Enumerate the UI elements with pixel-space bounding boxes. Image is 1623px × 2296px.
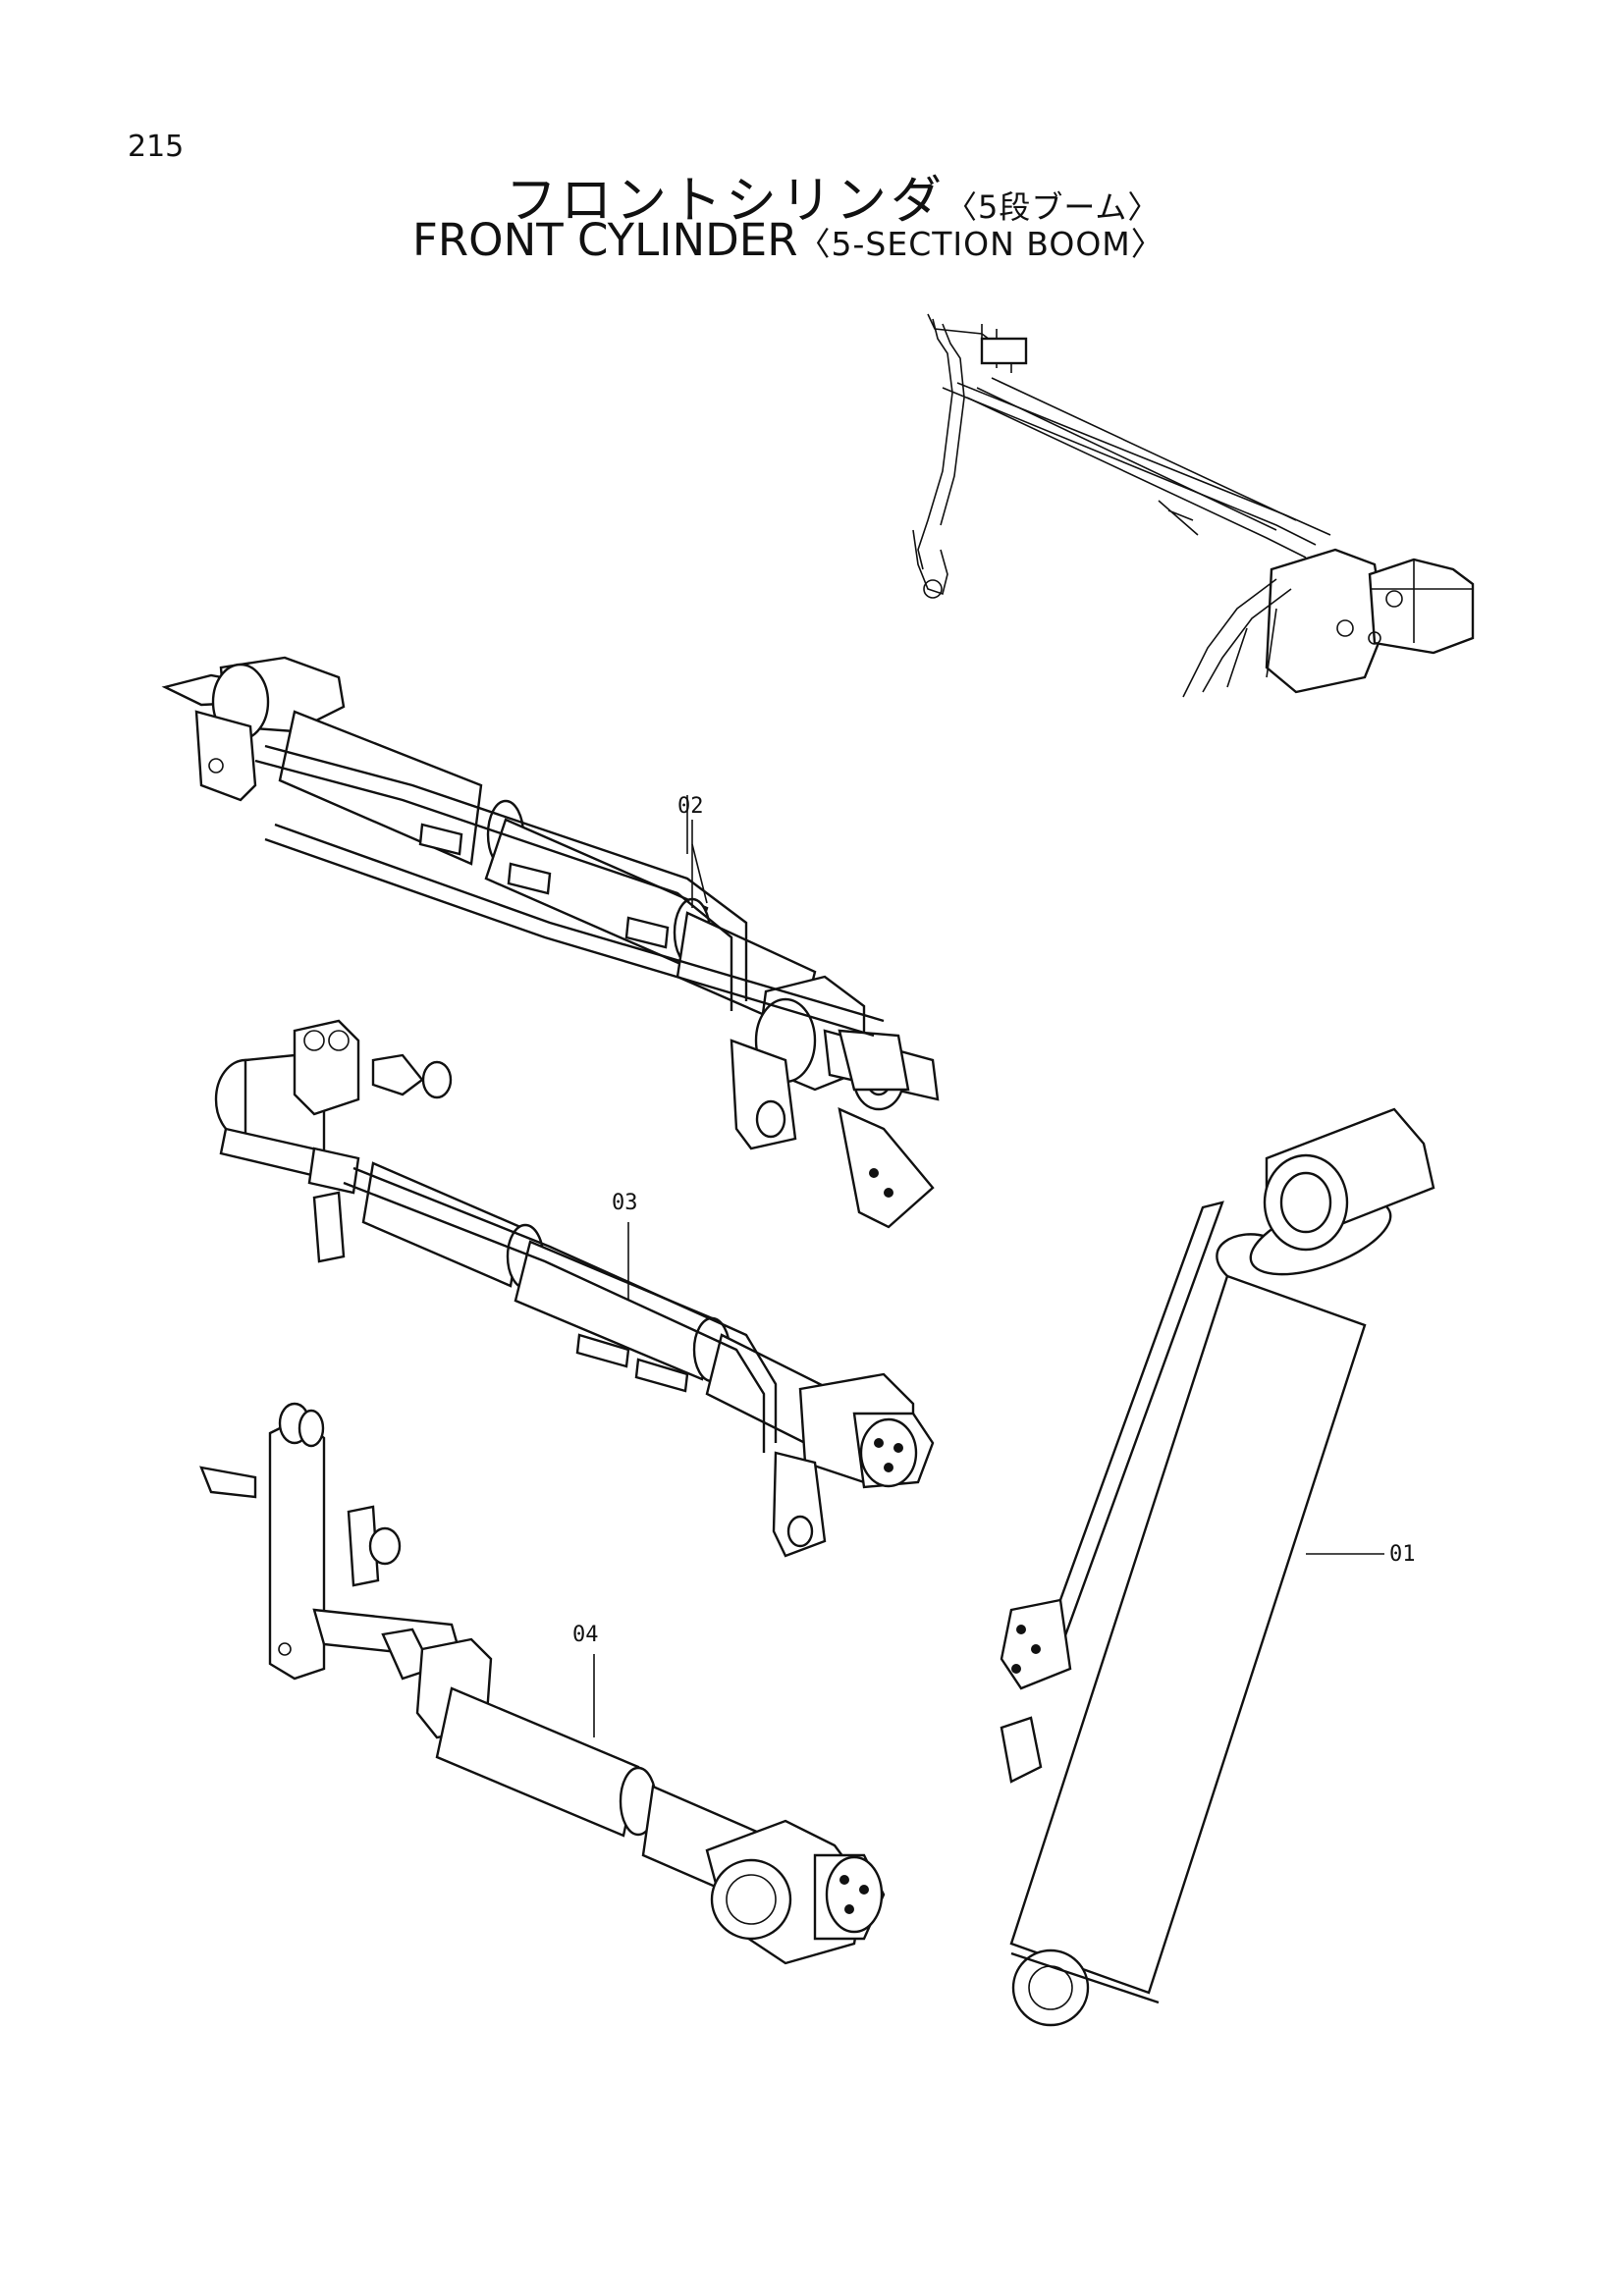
title-jp-main: フロントシリンダ (506, 172, 947, 231)
cylinder-04-illustration (199, 1402, 886, 1965)
cylinder-01-illustration (1000, 1107, 1435, 2027)
title-english: FRONT CYLINDER〈5-SECTION BOOM〉 (412, 214, 1164, 266)
title-en-subtitle: 〈5-SECTION BOOM〉 (797, 225, 1164, 263)
title-en-main: FRONT CYLINDER (412, 214, 798, 266)
title-jp-subtitle: 〈5段ブーム〉 (946, 188, 1161, 226)
crane-overview-illustration (912, 313, 1475, 698)
page-number: 215 (128, 130, 185, 164)
title-japanese: フロントシリンダ〈5段ブーム〉 (506, 159, 1160, 233)
callout-01: 01 (1389, 1542, 1416, 1567)
callout-leaders (593, 820, 1384, 1737)
callout-03: 03 (612, 1191, 638, 1215)
cylinder-03-illustration (214, 1019, 935, 1558)
callout-04: 04 (572, 1623, 599, 1647)
cylinder-02-illustration (161, 656, 940, 1229)
callout-02: 02 (677, 794, 704, 819)
